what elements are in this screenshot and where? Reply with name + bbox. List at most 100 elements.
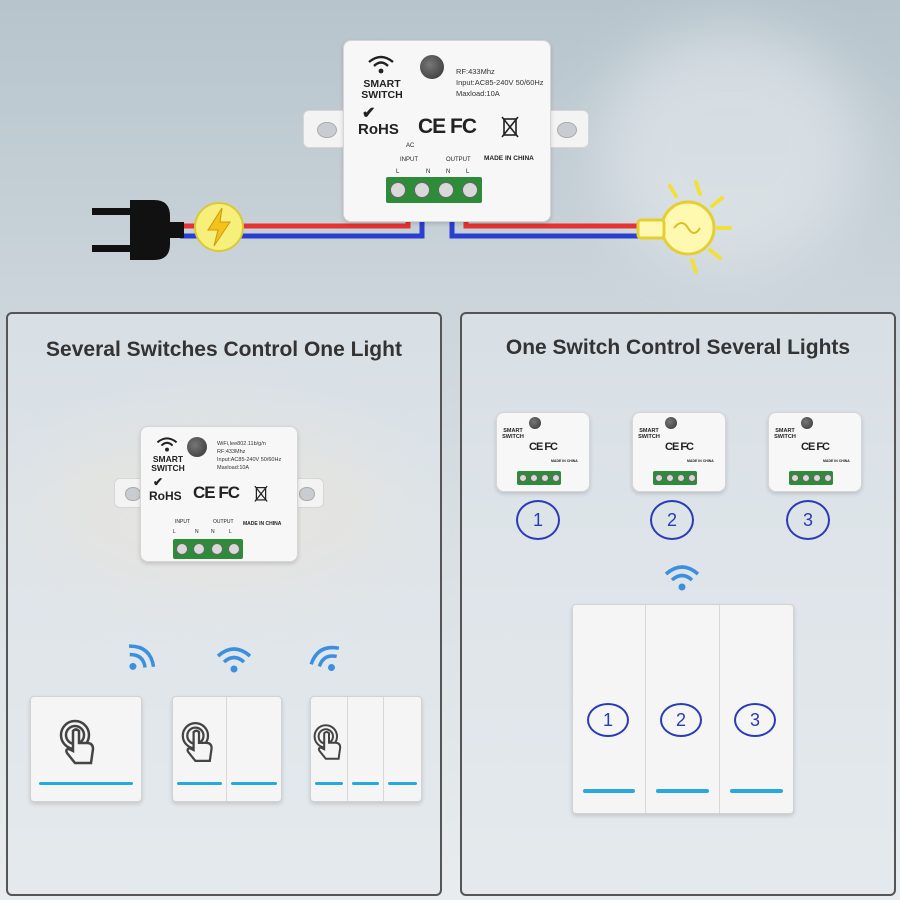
terminal-screw — [801, 474, 810, 482]
switch-rocker-2[interactable]: 2 — [646, 605, 720, 813]
input-label: INPUT — [400, 157, 418, 163]
spec-block: RF:433Mhz Input:AC85-240V 50/60Hz Maxloa… — [456, 67, 544, 100]
check-icon: ✔ — [153, 475, 164, 489]
terminal-screw — [676, 474, 685, 482]
power-plug-icon — [92, 200, 184, 260]
terminal-screw — [790, 474, 799, 482]
terminal-screw — [390, 182, 406, 198]
brand-line-2: SWITCH — [502, 433, 524, 440]
terminal-block — [517, 471, 561, 485]
touch-icon — [59, 719, 95, 765]
pairing-button[interactable] — [187, 437, 207, 457]
right-panel: One Switch Control Several Lights SMART … — [460, 312, 896, 896]
indicator-light — [656, 789, 709, 793]
brand-line-1: SMART — [152, 454, 184, 464]
switch-rocker-3[interactable]: 3 — [720, 605, 793, 813]
terminal-l: L — [229, 529, 232, 535]
pairing-button[interactable] — [420, 55, 444, 79]
smart-switch-module: SMART SWITCH CE FC MADE IN CHINA — [496, 412, 590, 492]
left-panel-title: Several Switches Control One Light — [46, 338, 402, 361]
terminal-screw — [687, 474, 696, 482]
terminal-screw — [438, 182, 454, 198]
check-icon: ✔ — [362, 105, 376, 122]
indicator-light — [177, 782, 222, 785]
brand-line-1: SMART — [639, 428, 659, 434]
mounting-ear-left — [303, 110, 349, 148]
terminal-block — [173, 539, 243, 559]
rocker-number: 2 — [660, 703, 702, 737]
wall-switch-3-gang — [310, 696, 422, 802]
spec-input: Input:AC85-240V 50/60Hz — [217, 456, 282, 463]
switch-rocker-1[interactable] — [173, 697, 227, 801]
smart-switch-module: SMART SWITCH ✔ RoHS WiFi,Iee802.11b/g/n … — [140, 426, 298, 562]
right-panel-title: One Switch Control Several Lights — [505, 336, 851, 359]
switch-rocker-1[interactable]: 1 — [573, 605, 646, 813]
spec-input: Input:AC85-240V 50/60Hz — [456, 77, 544, 87]
terminal-block — [789, 471, 833, 485]
terminal-screw — [193, 543, 206, 555]
brand-line-1: SMART — [775, 428, 795, 434]
brand-label: SMART SWITCH — [356, 79, 408, 100]
terminal-screw — [665, 474, 674, 482]
output-label: OUTPUT — [446, 157, 471, 163]
indicator-light — [39, 782, 133, 785]
switch-rocker-2[interactable] — [227, 697, 281, 801]
wall-switch-2-gang — [172, 696, 282, 802]
wifi-signal-icon — [216, 647, 252, 673]
brand-line-2: SWITCH — [151, 462, 185, 473]
wifi-icon — [156, 437, 178, 452]
pairing-button[interactable] — [529, 417, 541, 429]
terminal-block — [386, 177, 482, 203]
terminal-screw — [551, 474, 560, 482]
indicator-light — [231, 782, 277, 785]
made-in-label: MADE IN CHINA — [687, 459, 714, 463]
spec-maxload: Maxload:10A — [456, 88, 500, 98]
switch-rocker-2[interactable] — [348, 697, 384, 801]
rocker-number: 1 — [587, 703, 629, 737]
smart-switch-module: SMART SWITCH ✔ RoHS RF:433Mhz Input:AC85… — [343, 40, 551, 222]
brand-line-2: SWITCH — [638, 433, 660, 440]
wifi-signal-icon — [128, 644, 156, 670]
pairing-button[interactable] — [801, 417, 813, 429]
terminal-screw — [518, 474, 527, 482]
channel-number: 3 — [786, 500, 830, 540]
indicator-light — [315, 782, 343, 785]
switch-rocker-3[interactable] — [384, 697, 421, 801]
wall-switch-3-gang-large: 1 2 3 — [572, 604, 794, 814]
terminal-screw — [210, 543, 223, 555]
touch-icon — [181, 721, 213, 763]
terminal-screw — [654, 474, 663, 482]
brand-label: SMART SWITCH — [147, 455, 189, 472]
light-bulb-icon — [636, 180, 732, 274]
channel-number: 2 — [650, 500, 694, 540]
indicator-light — [730, 789, 783, 793]
terminal-screw — [823, 474, 832, 482]
smart-switch-module: SMART SWITCH CE FC MADE IN CHINA — [632, 412, 726, 492]
made-in-label: MADE IN CHINA — [551, 459, 578, 463]
indicator-light — [352, 782, 379, 785]
ce-fcc-mark: CE FC — [418, 115, 477, 138]
brand-label: SMART SWITCH — [771, 428, 799, 440]
output-label: OUTPUT — [213, 519, 234, 525]
input-label: INPUT — [175, 519, 190, 525]
terminal-screw — [462, 182, 478, 198]
wifi-icon — [368, 55, 394, 74]
ce-fcc-mark: CE FC — [801, 441, 830, 453]
wall-switch-1-gang[interactable] — [30, 696, 142, 802]
terminal-l: L — [396, 169, 400, 175]
terminal-n: N — [195, 529, 199, 535]
power-source-icon — [194, 202, 244, 252]
brand-line-1: SMART — [363, 78, 401, 90]
switch-rocker-1[interactable] — [311, 697, 348, 801]
terminal-labels: INPUT OUTPUT L N N L — [171, 509, 251, 539]
ac-label: AC — [406, 143, 415, 149]
wifi-signal-icon — [309, 645, 340, 672]
channel-number: 1 — [516, 500, 560, 540]
spec-wifi: WiFi,Iee802.11b/g/n — [217, 441, 266, 447]
terminal-block — [653, 471, 697, 485]
pairing-button[interactable] — [665, 417, 677, 429]
rocker-number: 3 — [734, 703, 776, 737]
terminal-screw — [414, 182, 430, 198]
made-in-label: MADE IN CHINA — [484, 155, 534, 162]
